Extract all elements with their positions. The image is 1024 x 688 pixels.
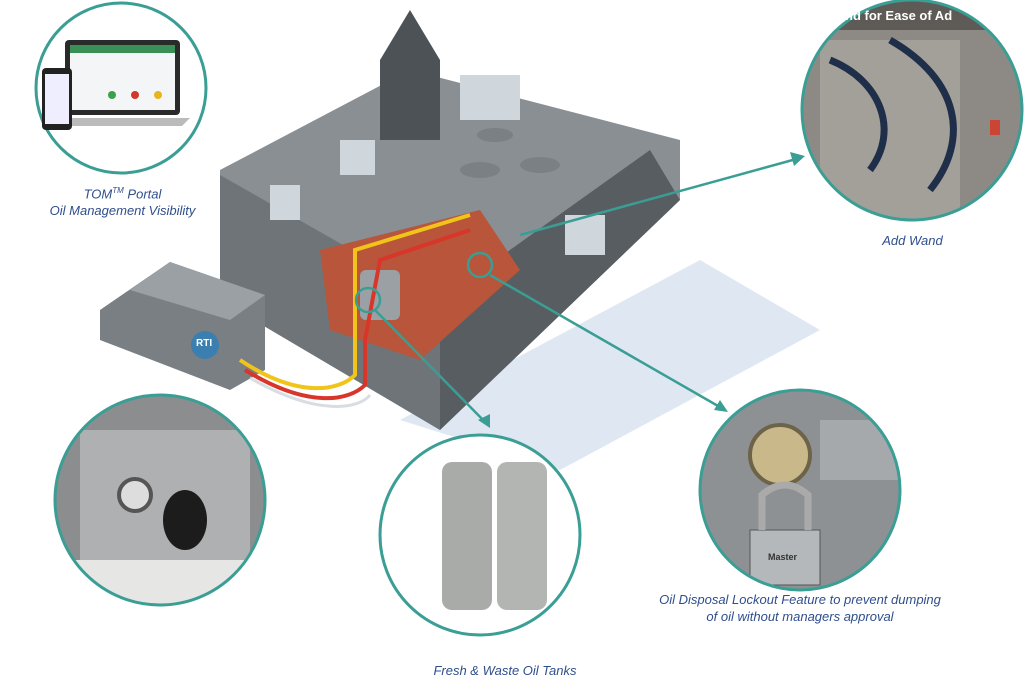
table bbox=[477, 128, 513, 142]
table bbox=[460, 162, 500, 178]
portal-label: TOMTM Portal Oil Management Visibility bbox=[30, 182, 215, 219]
portal-subtitle: Oil Management Visibility bbox=[49, 203, 196, 219]
table bbox=[520, 157, 560, 173]
truck-logo: RTI bbox=[196, 338, 213, 349]
window bbox=[460, 75, 520, 120]
building-shadow bbox=[400, 260, 820, 470]
lockout-line-1: Oil Disposal Lockout Feature to prevent … bbox=[659, 592, 941, 607]
fresh-oil-line bbox=[238, 213, 471, 391]
portal-title-suffix: Portal bbox=[123, 186, 162, 202]
window bbox=[340, 140, 375, 175]
add-wand-label: Add Wand bbox=[882, 233, 943, 248]
portal-title: TOM bbox=[83, 186, 113, 202]
lockout-photo bbox=[698, 388, 902, 592]
add-wand-photo-caption: nd for Ease of Ad bbox=[845, 8, 953, 23]
window bbox=[270, 185, 300, 220]
chimney bbox=[380, 10, 440, 140]
oil-receptacle-photo bbox=[53, 393, 267, 607]
portal-photo bbox=[34, 1, 208, 175]
tanks-label: Fresh & Waste Oil Tanks bbox=[433, 663, 577, 678]
add-wand-photo bbox=[800, 0, 1024, 222]
arrowheads bbox=[478, 152, 805, 428]
lock-brand: Master bbox=[768, 552, 798, 562]
waste-oil-line bbox=[243, 228, 471, 401]
tanks-photo bbox=[378, 433, 582, 637]
trademark: TM bbox=[112, 186, 124, 195]
lockout-line-2: of oil without managers approval bbox=[706, 609, 894, 624]
oil-truck bbox=[100, 262, 265, 390]
lockout-label: Oil Disposal Lockout Feature to prevent … bbox=[630, 591, 970, 625]
callout-arrows bbox=[354, 156, 801, 426]
